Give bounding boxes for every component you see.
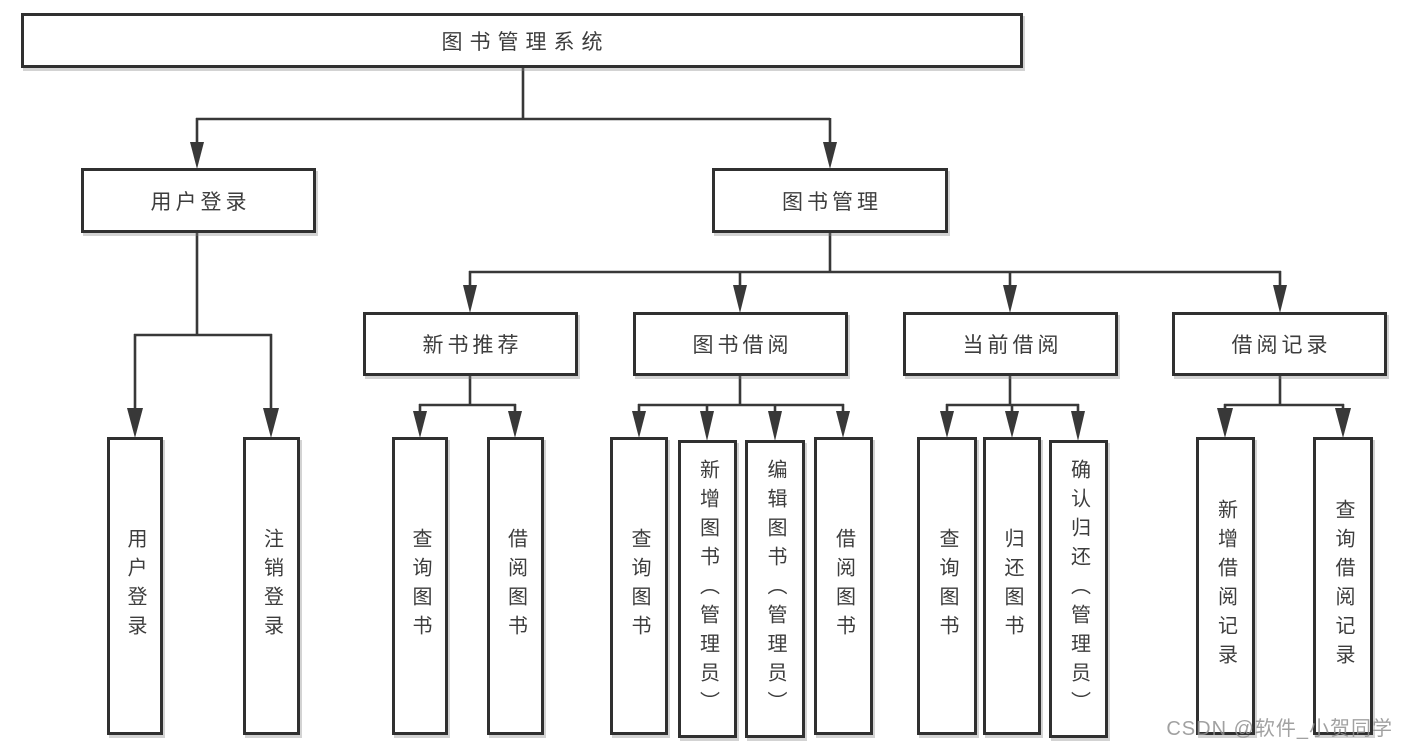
node-book-borrowing-label: 图书借阅 [692, 334, 793, 357]
leaf-query-books-recommend-label: 查询图书 [409, 528, 431, 644]
node-user-login: 用户登录 [81, 168, 316, 233]
node-current-borrowing-label: 当前借阅 [962, 334, 1063, 357]
node-book-management: 图书管理 [712, 168, 948, 233]
leaf-add-book-admin: 新增图书（管理员） [678, 440, 737, 738]
leaf-logout-label: 注销登录 [260, 528, 283, 644]
leaf-borrow-books-recommend: 借阅图书 [487, 437, 544, 735]
leaf-query-borrow-record: 查询借阅记录 [1313, 437, 1373, 735]
node-new-book-recommend-label: 新书推荐 [422, 334, 523, 357]
leaf-confirm-return-admin-label: 确认归还（管理员） [1067, 458, 1090, 720]
csdn-watermark: CSDN @软件_小贺同学 [1166, 718, 1393, 740]
leaf-edit-book-admin: 编辑图书（管理员） [745, 440, 805, 738]
leaf-edit-book-admin-label: 编辑图书（管理员） [764, 458, 786, 720]
leaf-query-books-current-label: 查询图书 [936, 528, 958, 644]
leaf-add-borrow-record-label: 新增借阅记录 [1214, 499, 1237, 673]
leaf-borrow-books-label: 借阅图书 [832, 528, 855, 644]
leaf-logout: 注销登录 [243, 437, 300, 735]
node-new-book-recommend: 新书推荐 [363, 312, 578, 376]
leaf-query-books-borrowing: 查询图书 [610, 437, 668, 735]
leaf-query-books-current: 查询图书 [917, 437, 977, 735]
leaf-query-books-borrowing-label: 查询图书 [628, 528, 650, 644]
node-root-system: 图书管理系统 [21, 13, 1023, 68]
leaf-user-login: 用户登录 [107, 437, 163, 735]
node-root-label: 图书管理系统 [441, 30, 610, 54]
leaf-query-borrow-record-label: 查询借阅记录 [1332, 499, 1354, 673]
leaf-add-borrow-record: 新增借阅记录 [1196, 437, 1255, 735]
node-borrowing-records: 借阅记录 [1172, 312, 1387, 376]
leaf-query-books-recommend: 查询图书 [392, 437, 448, 735]
leaf-add-book-admin-label: 新增图书（管理员） [696, 458, 719, 720]
leaf-return-books-label: 归还图书 [1001, 528, 1023, 644]
node-current-borrowing: 当前借阅 [903, 312, 1118, 376]
node-book-borrowing: 图书借阅 [633, 312, 848, 376]
leaf-return-books: 归还图书 [983, 437, 1041, 735]
node-borrowing-records-label: 借阅记录 [1231, 334, 1332, 357]
node-book-management-label: 图书管理 [782, 190, 882, 214]
leaf-user-login-label: 用户登录 [124, 528, 146, 644]
leaf-borrow-books-recommend-label: 借阅图书 [504, 528, 527, 644]
node-user-login-label: 用户登录 [150, 190, 251, 214]
leaf-borrow-books: 借阅图书 [814, 437, 873, 735]
leaf-confirm-return-admin: 确认归还（管理员） [1049, 440, 1108, 738]
